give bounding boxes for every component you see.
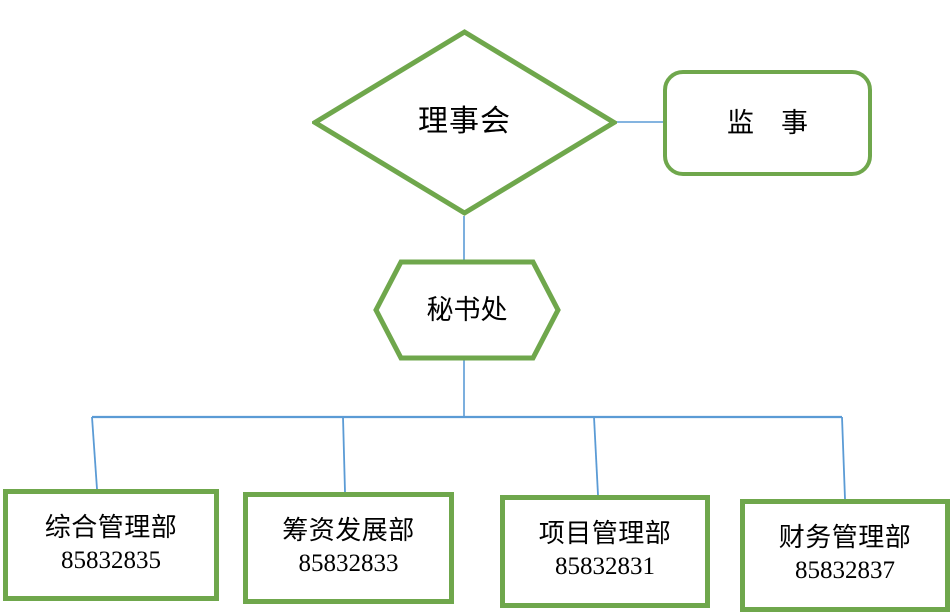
node-supervisor[interactable]: 监 事 [663,70,872,176]
node-secretariat[interactable]: 秘书处 [373,259,561,361]
department-phone: 85832835 [61,546,161,574]
connector-drop-dept-1 [342,416,346,493]
department-phone: 85832831 [555,553,655,581]
connector-drop-dept-0 [91,416,98,490]
diamond-shape [312,29,617,216]
department-phone: 85832837 [795,557,895,585]
node-department-general-management[interactable]: 综合管理部 85832835 [3,489,219,601]
connector-drop-dept-2 [593,416,599,496]
department-name: 综合管理部 [44,512,178,542]
node-department-project-management[interactable]: 项目管理部 85832831 [500,495,710,608]
department-phone: 85832833 [298,549,399,577]
node-supervisor-label: 监 事 [727,107,808,138]
node-department-fundraising-development[interactable]: 筹资发展部 85832833 [243,492,454,604]
node-secretariat-label: 秘书处 [426,294,508,325]
node-department-finance-management[interactable]: 财务管理部 85832837 [740,499,950,612]
connector-drop-dept-3 [841,416,846,500]
department-name: 项目管理部 [538,519,672,549]
department-name: 财务管理部 [778,523,912,553]
node-board-label: 理事会 [418,105,511,139]
department-name: 筹资发展部 [282,515,415,545]
hexagon-shape [373,259,561,361]
node-board-of-directors[interactable]: 理事会 [312,29,617,216]
